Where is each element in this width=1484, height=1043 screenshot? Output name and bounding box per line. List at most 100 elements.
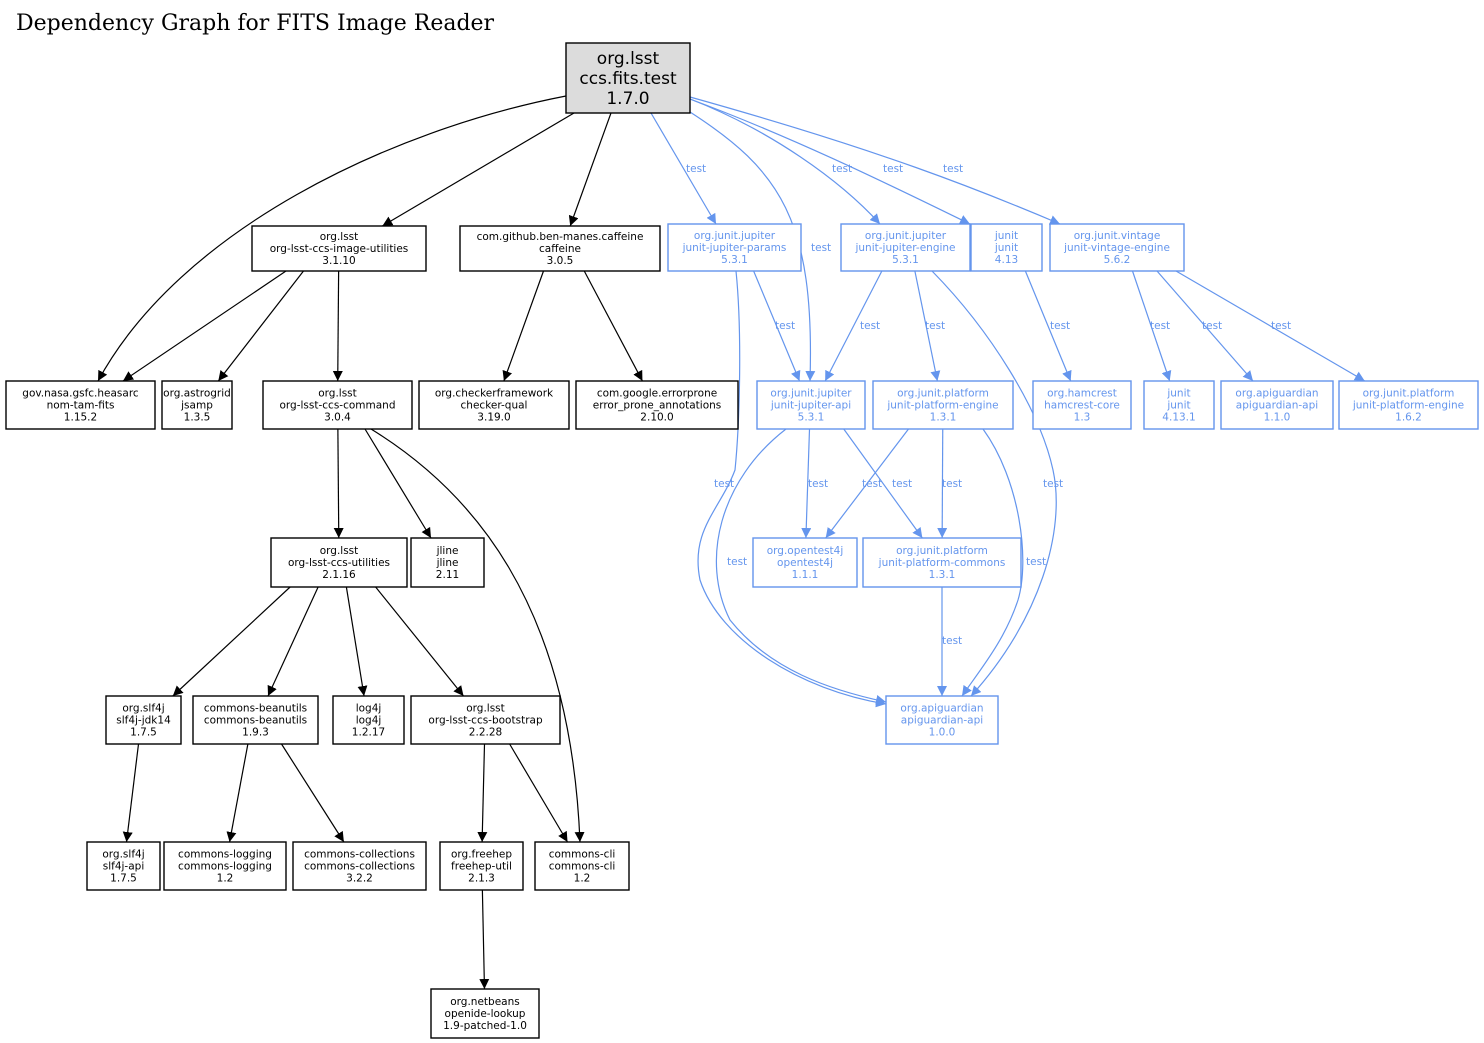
node-box[interactable]: [1143, 380, 1215, 430]
node-box[interactable]: [1032, 380, 1132, 430]
node-box[interactable]: [410, 537, 485, 588]
node-group-id: junit: [994, 230, 1018, 242]
node-version: 1.2: [217, 873, 234, 885]
node-vintage[interactable]: org.junit.vintagejunit-vintage-engine5.6…: [1049, 223, 1185, 272]
node-platcommons[interactable]: org.junit.platformjunit-platform-commons…: [862, 537, 1022, 588]
node-errorprone[interactable]: com.google.errorproneerror_prone_annotat…: [575, 380, 739, 430]
node-artifact-id: commons-collections: [304, 861, 415, 873]
node-version: 1.9.3: [242, 727, 269, 739]
node-box[interactable]: [163, 841, 287, 891]
node-group-id: org.hamcrest: [1047, 388, 1117, 400]
node-version: 1.1.0: [1264, 412, 1291, 424]
node-box[interactable]: [1220, 380, 1334, 430]
node-box[interactable]: [105, 695, 182, 745]
node-box[interactable]: [262, 380, 413, 430]
node-box[interactable]: [418, 380, 570, 430]
node-version: 5.3.1: [721, 254, 748, 266]
node-version: 1.0.0: [929, 727, 956, 739]
node-artifact-id: junit-jupiter-engine: [854, 242, 955, 254]
edge-bootstrap-to-ccli: [509, 743, 569, 843]
node-artifact-id: jsamp: [180, 400, 213, 412]
node-box[interactable]: [410, 695, 561, 745]
node-box[interactable]: [752, 537, 858, 588]
node-artifact-id: nom-tam-fits: [47, 400, 115, 412]
node-box[interactable]: [862, 537, 1022, 588]
node-version: 1.2.17: [352, 727, 385, 739]
edge-root-to-caffeine: [568, 112, 612, 227]
node-imgutil[interactable]: org.lsstorg-lsst-ccs-image-utilities3.1.…: [251, 225, 427, 272]
node-artifact-id: apiguardian-api: [1236, 400, 1318, 412]
node-jparams[interactable]: org.junit.jupiterjunit-jupiter-params5.3…: [667, 223, 802, 272]
node-group-id: com.github.ben-manes.caffeine: [477, 231, 644, 243]
node-box[interactable]: [1049, 223, 1185, 272]
node-box[interactable]: [872, 380, 1014, 430]
edge-ccscmd-to-ccsutil: [333, 428, 344, 539]
node-box[interactable]: [575, 380, 739, 430]
node-plateng131[interactable]: org.junit.platformjunit-platform-engine1…: [872, 380, 1014, 430]
node-jengine[interactable]: org.junit.jupiterjunit-jupiter-engine5.3…: [840, 223, 971, 272]
node-box[interactable]: [5, 380, 156, 430]
edge-freehep-to-lookup: [479, 889, 490, 990]
node-box[interactable]: [332, 695, 405, 745]
edge-plateng131-to-opentest4j: [825, 428, 909, 539]
edge-ccsutil-to-beanutils: [267, 586, 319, 697]
node-box[interactable]: [534, 841, 630, 891]
edge-imgutil-to-nomtam: [122, 270, 287, 382]
node-box[interactable]: [840, 223, 971, 272]
node-lookup[interactable]: org.netbeansopenide-lookup1.9-patched-1.…: [430, 988, 540, 1039]
node-ccollections[interactable]: commons-collectionscommons-collections3.…: [292, 841, 427, 891]
edge-label: test: [943, 163, 963, 175]
edge-root-to-jengine: [689, 98, 881, 225]
node-box[interactable]: [161, 380, 233, 430]
node-group-id: org.lsst: [318, 388, 357, 400]
node-artifact-id: opentest4j: [777, 557, 833, 569]
node-version: 1.3.1: [930, 412, 957, 424]
node-group-id: org.checkerframework: [435, 388, 554, 400]
edge-root-to-junit413: [689, 98, 971, 225]
node-box[interactable]: [565, 42, 691, 114]
node-plateng162[interactable]: org.junit.platformjunit-platform-engine1…: [1338, 380, 1479, 430]
node-box[interactable]: [885, 695, 999, 745]
node-box[interactable]: [430, 988, 540, 1039]
edge-ccscmd-to-ccli: [370, 428, 585, 843]
node-box[interactable]: [667, 223, 802, 272]
node-box[interactable]: [439, 841, 524, 891]
node-box[interactable]: [756, 380, 866, 430]
node-artifact-id: junit-jupiter-api: [770, 400, 851, 412]
edge-root-to-imgutil: [382, 112, 575, 227]
node-box[interactable]: [970, 223, 1043, 272]
node-caffeine[interactable]: com.github.ben-manes.caffeinecaffeine3.0…: [459, 225, 661, 272]
node-box[interactable]: [270, 537, 408, 588]
node-box[interactable]: [86, 841, 161, 891]
node-version: 3.0.4: [324, 412, 351, 424]
node-box[interactable]: [459, 225, 661, 272]
node-box[interactable]: [292, 841, 427, 891]
node-group-id: org.junit.platform: [897, 388, 989, 400]
node-box[interactable]: [1338, 380, 1479, 430]
node-box[interactable]: [251, 225, 427, 272]
node-box[interactable]: [192, 695, 319, 745]
edge-japi-to-apig100: [715, 428, 887, 705]
